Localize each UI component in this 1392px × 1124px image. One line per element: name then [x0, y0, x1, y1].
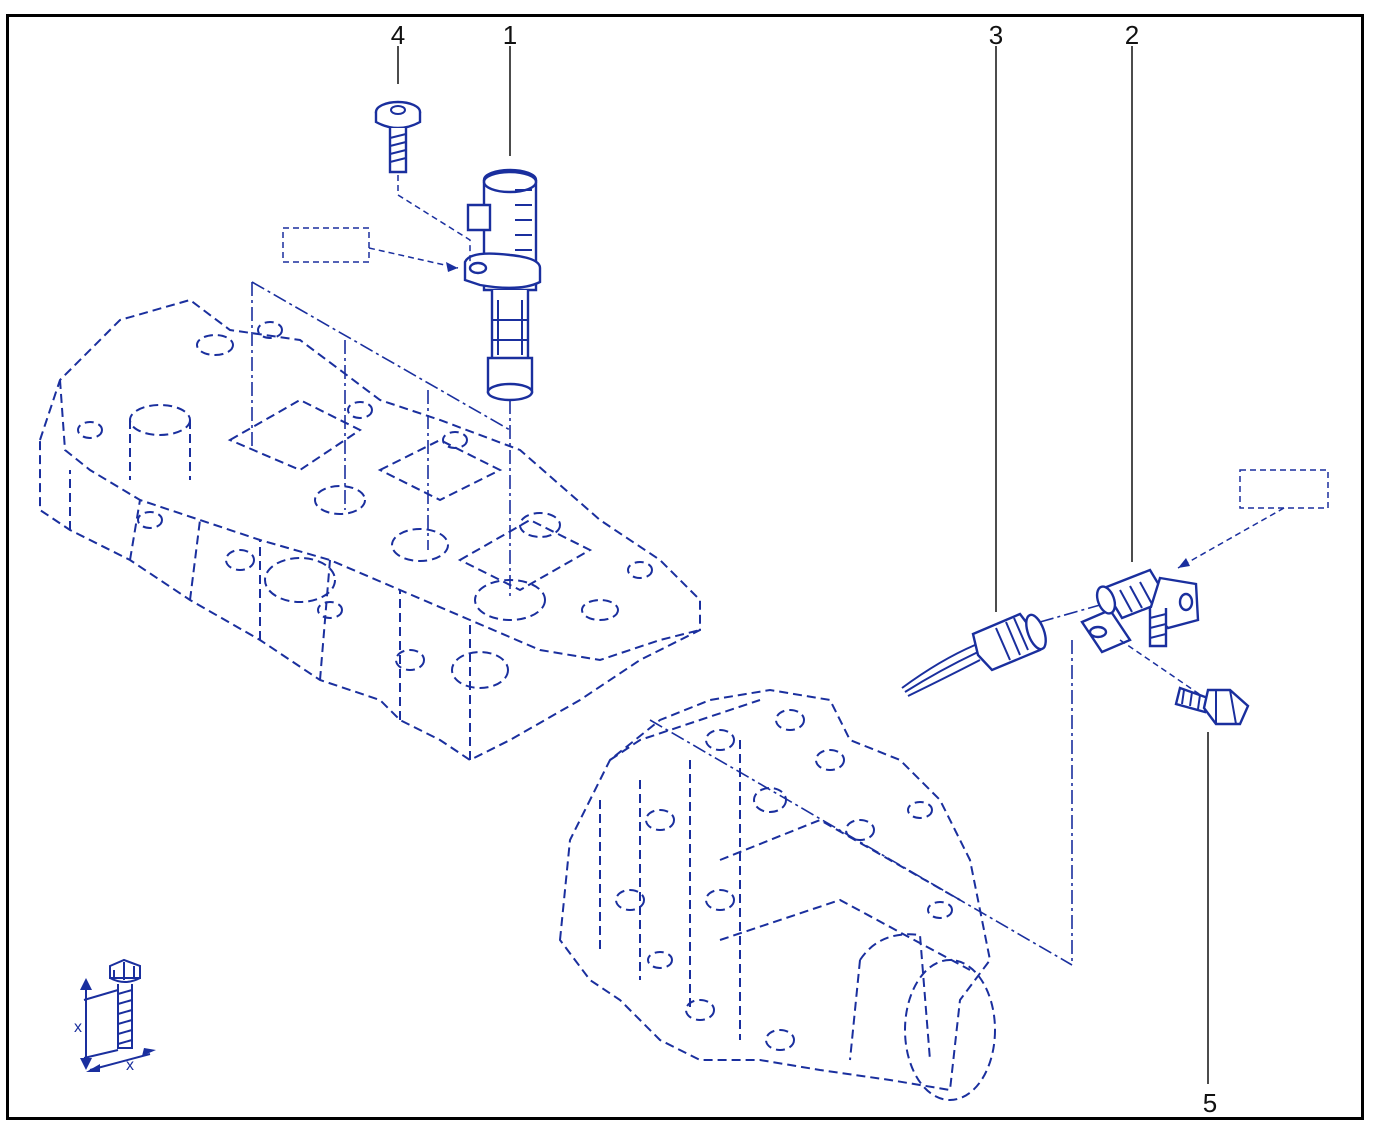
- cylinder-head-outline: [39, 298, 701, 762]
- part-3-connector: [901, 612, 1047, 697]
- callouts: 4 1 3 2 5: [391, 20, 1217, 1118]
- reference-box-right: [1177, 469, 1329, 569]
- callout-4: 4: [391, 20, 405, 50]
- part-4-screw: [374, 100, 422, 174]
- bolt-dimension-legend: x x: [74, 958, 156, 1074]
- screw-4-path: [397, 175, 471, 262]
- part-1-sensor: [463, 168, 542, 402]
- leader-lines: [397, 46, 1209, 1084]
- callout-1: 1: [503, 20, 517, 50]
- diagram-frame: [6, 14, 1364, 1120]
- callout-3: 3: [989, 20, 1003, 50]
- part-5-bolt: [1119, 639, 1250, 726]
- gearbox-alignment-lines: [649, 604, 1101, 966]
- reference-box-left: [282, 227, 459, 272]
- dim-x-vertical: x: [74, 1019, 82, 1036]
- callout-5: 5: [1203, 1088, 1217, 1118]
- gearbox-outline: [558, 688, 996, 1101]
- head-alignment-lines: [251, 281, 511, 600]
- callout-2: 2: [1125, 20, 1139, 50]
- part-2-sensor: [1080, 568, 1200, 654]
- dim-x-horizontal: x: [126, 1057, 134, 1074]
